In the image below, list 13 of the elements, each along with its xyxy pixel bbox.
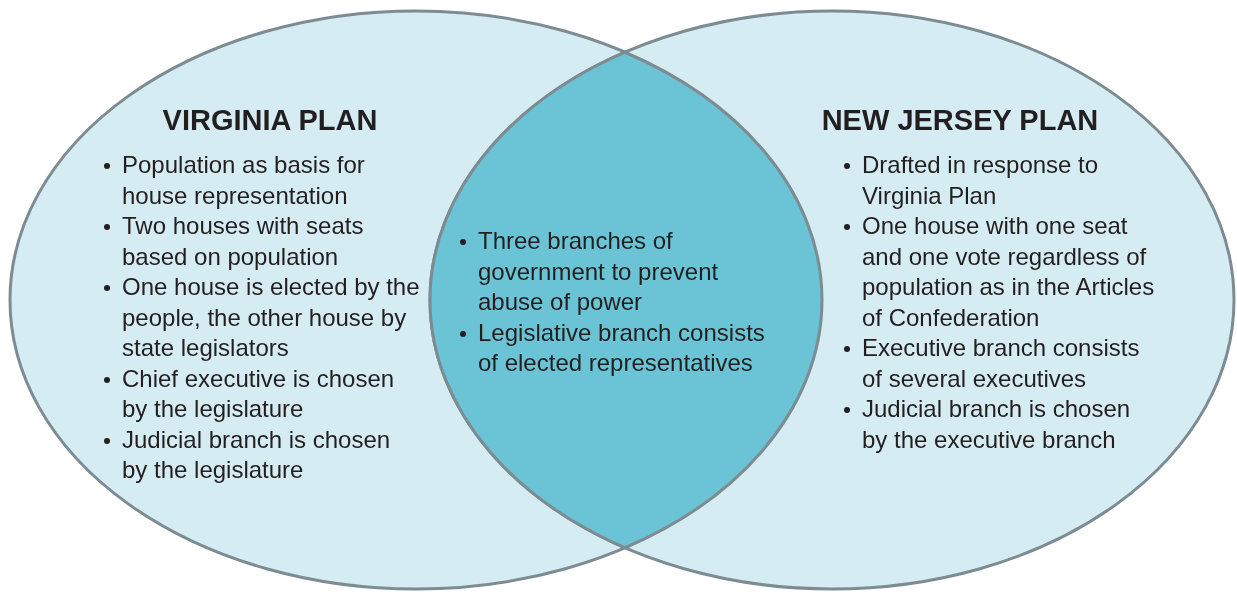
bullet-point: One house with one seat and one vote regardless of population as in the Articles of Confederation (840, 211, 1158, 333)
bullet-point: Legislative branch consists of elected representatives (456, 317, 784, 379)
plan-heading: NEW JERSEY PLAN (820, 104, 1100, 137)
bullet-point: Judicial branch is chosen by the executive branch (840, 394, 1158, 455)
bullet-point: Drafted in response to Virginia Plan (840, 150, 1158, 211)
plan-heading: VIRGINIA PLAN (161, 104, 379, 137)
bullet-point: Chief executive is chosen by the legislature (100, 363, 420, 425)
bullet-point: Judicial branch is chosen by the legislature (100, 424, 420, 486)
bullet-point: Executive branch consists of several executives (840, 333, 1158, 394)
bullet-point: Two houses with seats based on population (100, 211, 420, 272)
bullet-point: Population as basis for house representation (100, 150, 420, 211)
bullet-point: Three branches of government to prevent abuse of power (456, 226, 784, 318)
bullet-point: One house is elected by the people, the other house by state legislators (100, 272, 420, 364)
